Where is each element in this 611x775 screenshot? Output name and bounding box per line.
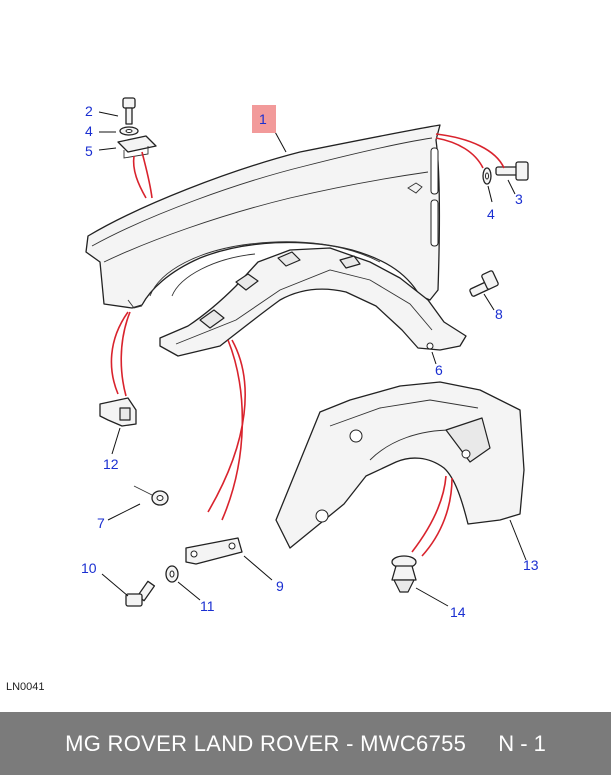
callout-7: 7 — [97, 515, 105, 531]
bolt-part-10[interactable] — [125, 580, 156, 607]
bracket-part-9[interactable] — [185, 537, 243, 565]
callout-4-top: 4 — [85, 123, 93, 139]
washer-part-11[interactable] — [165, 565, 179, 583]
highlight-box-part-1 — [252, 105, 276, 133]
screw-part-7[interactable] — [133, 485, 169, 506]
callout-6: 6 — [435, 362, 443, 378]
diagram-reference-code: LN0041 — [6, 681, 45, 693]
callout-2: 2 — [85, 103, 93, 119]
clip-part-12[interactable] — [99, 397, 137, 427]
parts-diagram: 1 2 4 5 4 3 8 6 12 7 10 11 9 13 14 — [81, 97, 539, 620]
callout-3: 3 — [515, 191, 523, 207]
callout-8: 8 — [495, 306, 503, 322]
bolt-part-3[interactable] — [495, 161, 529, 181]
pushclip-part-14[interactable] — [391, 555, 417, 593]
footer-page-number: N - 1 — [498, 730, 546, 756]
bolt-part-2[interactable] — [122, 97, 136, 125]
washer-part-4-right[interactable] — [482, 167, 492, 185]
wheelarch-liner-part-6[interactable] — [159, 247, 467, 357]
callout-leaders — [98, 111, 527, 607]
red-leader-lines — [110, 133, 505, 557]
callout-4-right: 4 — [487, 206, 495, 222]
callout-12: 12 — [103, 456, 119, 472]
callout-13: 13 — [523, 557, 539, 573]
callout-11: 11 — [200, 598, 215, 614]
callout-14: 14 — [450, 604, 466, 620]
fender-part-1[interactable] — [85, 124, 441, 309]
callout-9: 9 — [276, 578, 284, 594]
splash-shield-part-13[interactable] — [275, 381, 525, 549]
callout-10: 10 — [81, 560, 97, 576]
callout-1: 1 — [259, 111, 267, 127]
footer-bar: MG ROVER LAND ROVER - MWC6755 N - 1 — [0, 712, 611, 775]
footer-title: MG ROVER LAND ROVER - MWC6755 — [65, 730, 467, 756]
clip-part-5[interactable] — [117, 135, 157, 159]
bolt-part-8[interactable] — [469, 270, 499, 297]
callout-5: 5 — [85, 143, 93, 159]
callout-labels: 1 2 4 5 4 3 8 6 12 7 10 11 9 13 14 — [81, 103, 539, 620]
washer-part-4-top[interactable] — [119, 126, 139, 136]
